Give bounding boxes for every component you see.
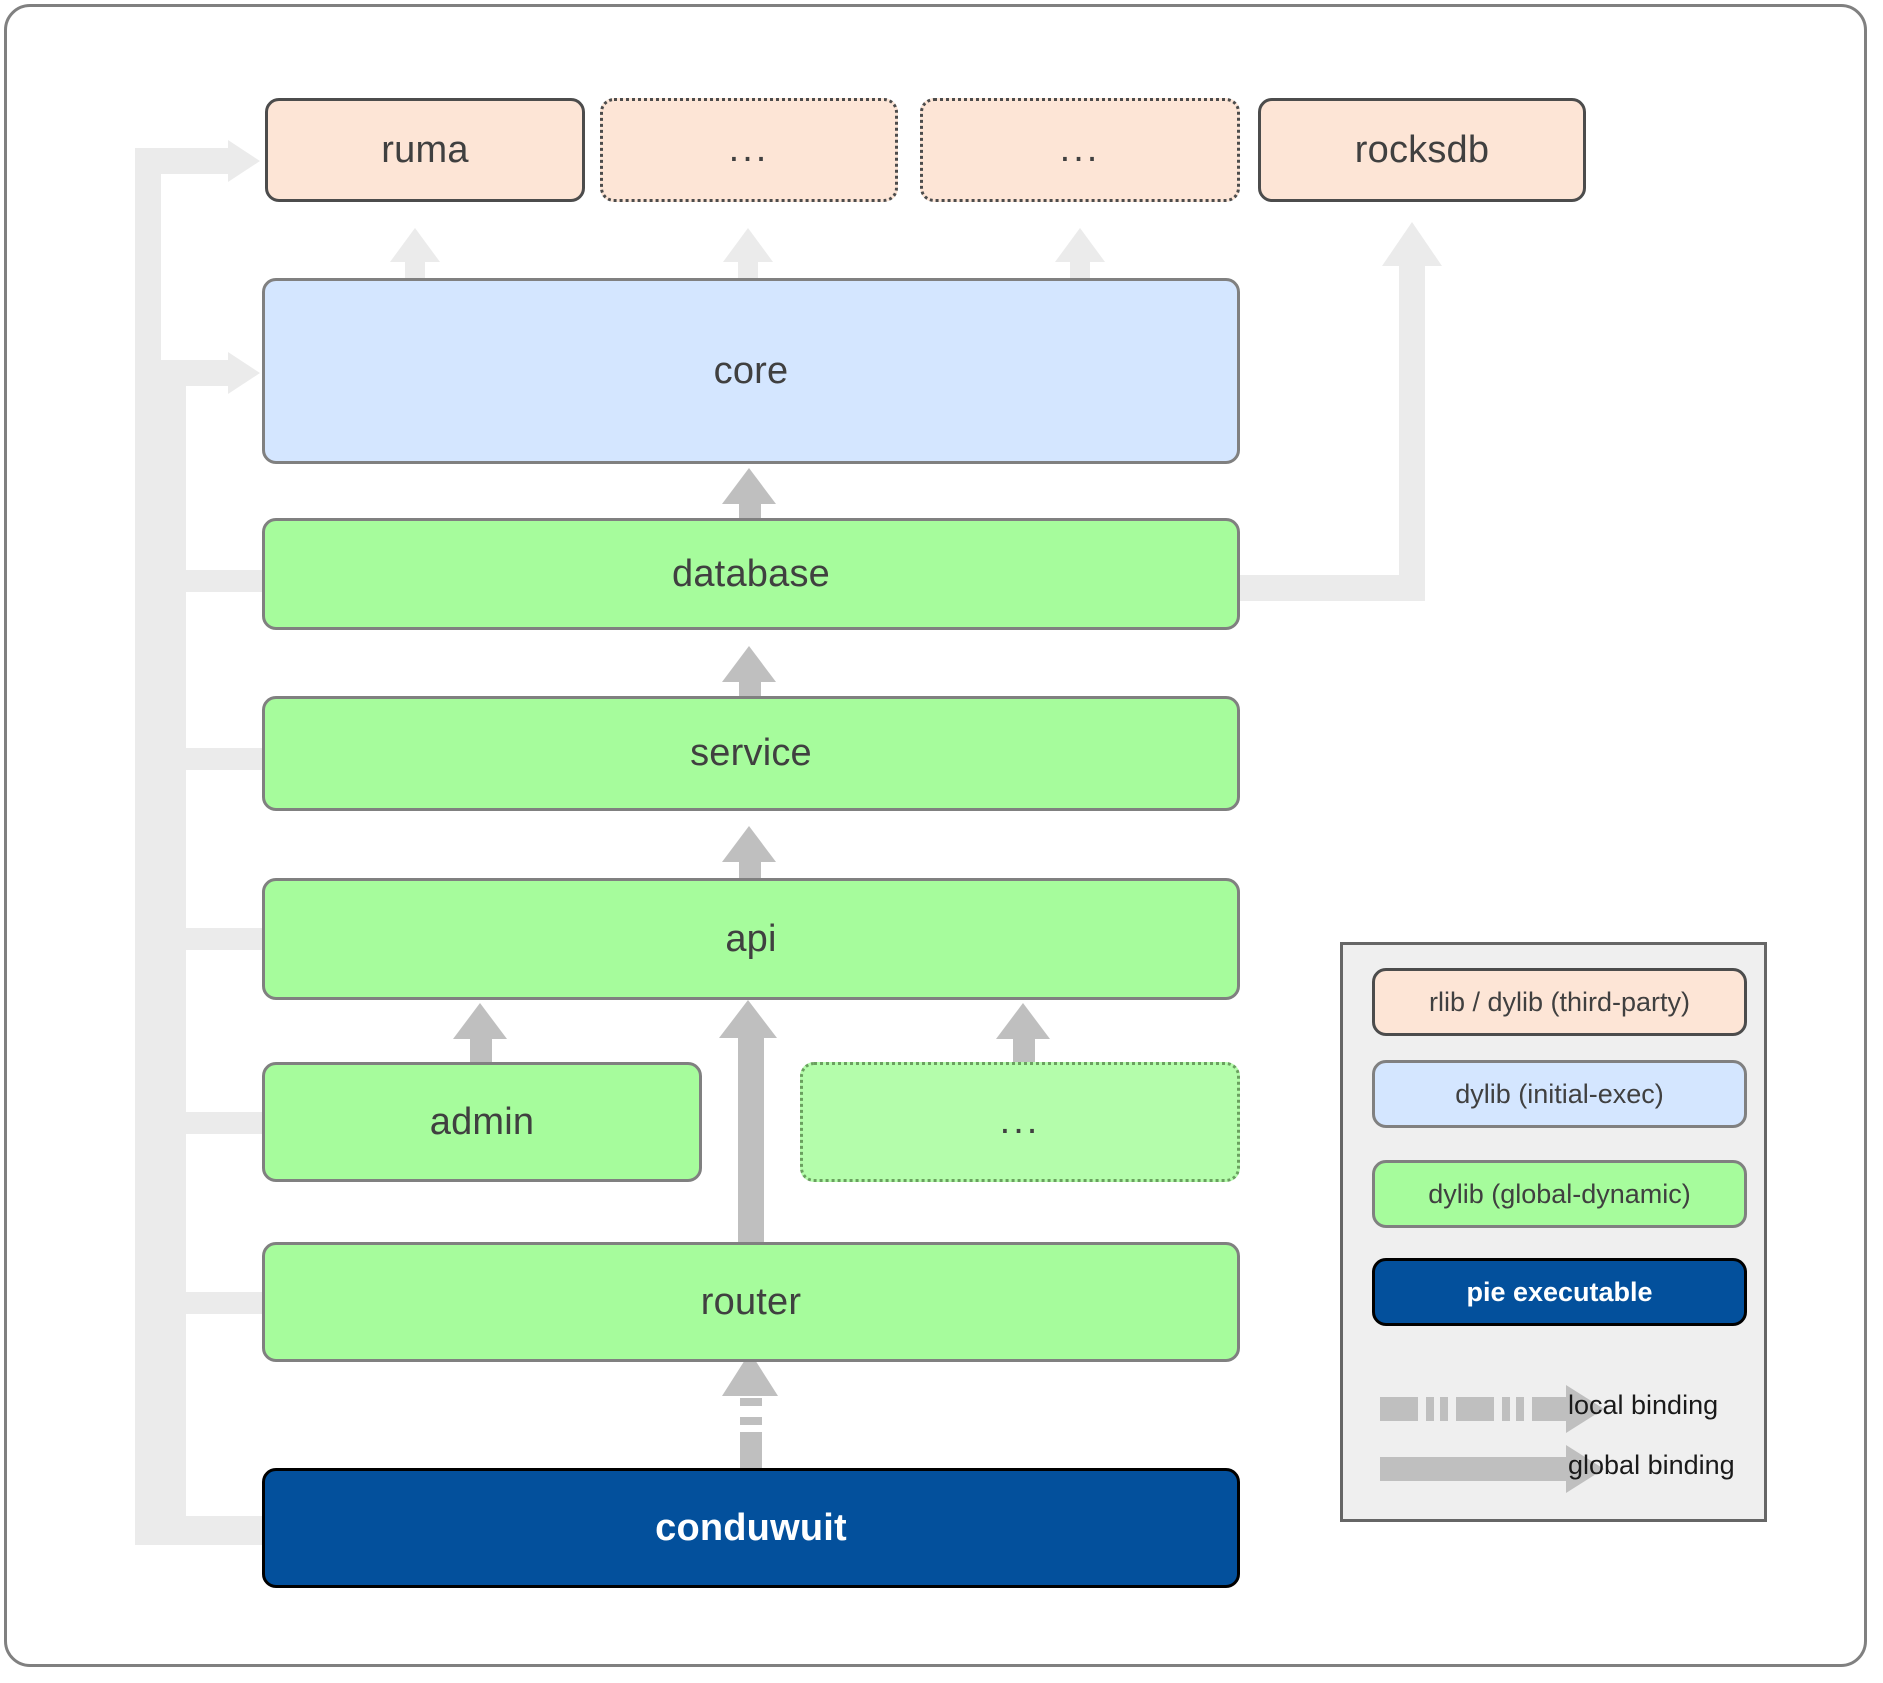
route-trunk-inner-bottom [160, 1516, 265, 1542]
route-inner-to-core [160, 360, 235, 386]
node-rocksdb[interactable]: rocksdb [1258, 98, 1586, 202]
arrow-core-to-tp1-head [723, 228, 773, 262]
route-trunk-inner [160, 360, 186, 1542]
arrow-conduwuit-to-router-shaft-seg2 [740, 1417, 762, 1425]
node-third-party-etc-1-label: ... [728, 128, 770, 171]
node-database-label: database [672, 552, 830, 595]
route-db-to-rocksdb-horizontal [1240, 575, 1425, 601]
route-trunk-outer [135, 148, 161, 1545]
legend-label-third-party: rlib / dylib (third-party) [1428, 986, 1691, 1017]
route-head-core [228, 352, 260, 394]
node-router[interactable]: router [262, 1242, 1240, 1362]
legend-label-global-dynamic: dylib (global-dynamic) [1428, 1178, 1691, 1209]
legend-label-pie-executable: pie executable [1466, 1276, 1653, 1307]
node-api-label: api [725, 917, 777, 960]
route-stub-database [160, 570, 265, 592]
node-core[interactable]: core [262, 278, 1240, 464]
node-global-dynamic-etc[interactable]: ... [800, 1062, 1240, 1182]
arrow-core-to-tp2-head [1055, 228, 1105, 262]
arrow-admin-to-api-head [453, 1003, 507, 1039]
legend-label-local-binding: local binding [1568, 1390, 1719, 1420]
legend-label-initial-exec: dylib (initial-exec) [1455, 1078, 1664, 1109]
node-service-label: service [690, 732, 812, 774]
arrow-service-to-database-head [722, 646, 776, 682]
node-third-party-etc-2-label: ... [1059, 128, 1101, 171]
route-stub-router [160, 1292, 265, 1314]
route-stub-service [160, 748, 265, 770]
node-database[interactable]: database [262, 518, 1240, 630]
arrow-router-to-api-head [719, 1000, 777, 1038]
legend-swatch-pie-executable: pie executable [1372, 1258, 1747, 1326]
route-head-ruma [228, 140, 260, 182]
node-core-label: core [713, 349, 789, 392]
arrow-conduwuit-to-router-shaft-seg1 [740, 1432, 762, 1470]
legend-swatch-global-dynamic: dylib (global-dynamic) [1372, 1160, 1747, 1228]
node-global-dynamic-etc-label: ... [999, 1100, 1041, 1143]
route-stub-api [160, 928, 265, 950]
arrow-gdetc-to-api-head [996, 1003, 1050, 1039]
node-ruma[interactable]: ruma [265, 98, 585, 202]
node-router-label: router [700, 1280, 802, 1323]
node-admin[interactable]: admin [262, 1062, 702, 1182]
node-rocksdb-label: rocksdb [1354, 128, 1490, 171]
route-outer-to-ruma [135, 148, 235, 174]
legend-label-global-binding: global binding [1568, 1450, 1735, 1480]
arrow-api-to-service-head [722, 826, 776, 862]
arrow-conduwuit-to-router-shaft-seg3 [740, 1398, 762, 1406]
node-ruma-label: ruma [381, 128, 469, 171]
node-service[interactable]: service [262, 696, 1240, 811]
legend-panel [1340, 942, 1767, 1522]
node-conduwuit-label: conduwuit [655, 1506, 847, 1549]
arrow-core-to-ruma-head [390, 228, 440, 262]
node-admin-label: admin [429, 1100, 535, 1143]
node-third-party-etc-1[interactable]: ... [600, 98, 898, 202]
node-conduwuit[interactable]: conduwuit [262, 1468, 1240, 1588]
legend-swatch-initial-exec: dylib (initial-exec) [1372, 1060, 1747, 1128]
node-third-party-etc-2[interactable]: ... [920, 98, 1240, 202]
route-stub-admin [160, 1112, 265, 1134]
arrow-database-to-core-head [722, 468, 776, 504]
route-db-to-rocksdb-vertical [1399, 262, 1425, 592]
route-head-rocksdb [1382, 222, 1442, 266]
node-api[interactable]: api [262, 878, 1240, 1000]
arrow-router-to-api-shaft [738, 1025, 764, 1245]
legend-swatch-third-party: rlib / dylib (third-party) [1372, 968, 1747, 1036]
